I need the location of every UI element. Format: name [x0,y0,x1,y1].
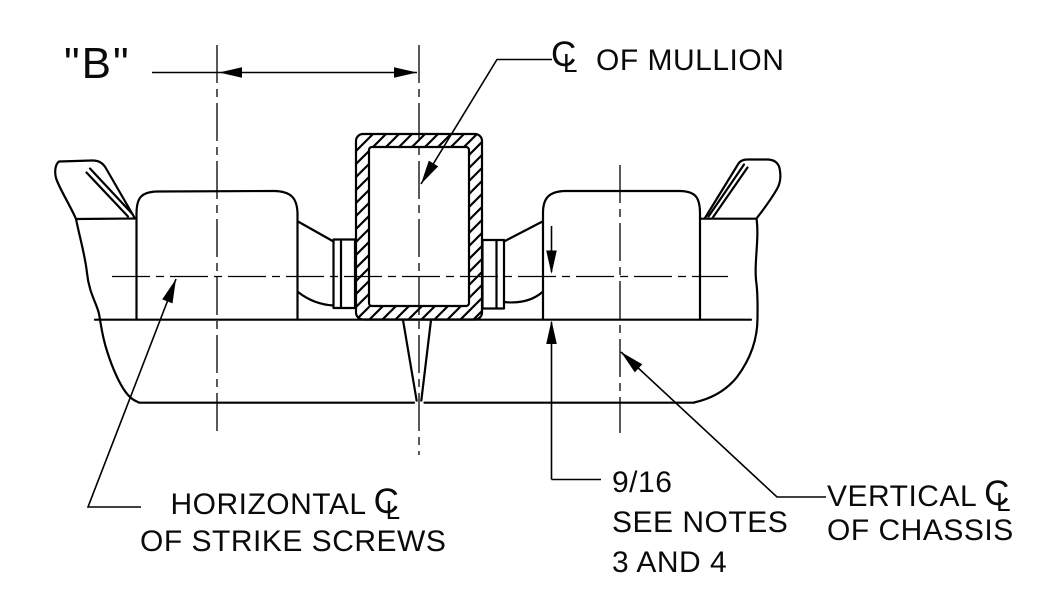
chassis-leader-line [620,351,826,498]
dim916-lower-line [550,322,601,481]
b-arrow-left [219,67,242,78]
strike-leader-arrow [162,279,176,304]
dimension-9-16-label: 9/16 SEE NOTES 3 AND 4 [612,463,788,583]
dim916-note-line2: 3 AND 4 [612,546,728,579]
left-boss-outline [135,189,299,321]
centerlines [112,45,728,455]
centerline-icon-l: L [385,495,401,525]
chassis-label-line2: OF CHASSIS [827,514,1014,547]
dim916-value: 9/16 [612,466,673,499]
strike-label-line2: OF STRIKE SCREWS [140,525,447,558]
strike-leader-line [86,278,177,508]
centerline-icon-c: C [373,482,399,521]
right-boss-outline [541,189,702,321]
left-strike-funnel [296,220,335,307]
centerline-icon-l: L [563,48,578,78]
dimension-b [152,67,417,78]
mullion-leader [420,58,552,185]
left-strike-screw [332,238,357,310]
mullion-label-text: OF MULLION [596,44,785,77]
left-outer-edge [74,217,141,404]
centerline-icon-l: L [996,487,1011,517]
centerline-icon-c: C [984,474,1010,513]
right-wing-outline [703,158,782,220]
b-arrow-right [394,67,417,78]
dim916-down-arrow [546,250,557,274]
left-wing-slot-lines [85,167,134,218]
mullion-bottom-spline [401,319,433,402]
chassis-leader-arrow [621,352,643,373]
dimension-9-16 [546,226,601,481]
b-dimension-label: "B" [64,39,131,88]
strike-screws-leader [86,278,177,508]
right-strike-screw [481,238,506,310]
strike-label-text1: HORIZONTAL [170,488,367,521]
right-strike-funnel [502,220,544,304]
right-wing-slot-lines [707,163,749,220]
centerline-icon-c: C [551,35,577,74]
chassis-label-text1: VERTICAL [827,480,978,513]
chassis-section [54,158,782,404]
dim916-note-line1: SEE NOTES [612,506,789,539]
right-outer-edge [692,217,759,404]
chassis-leader [620,351,826,498]
mullion-leader-arrow [421,160,439,184]
mullion-leader-line [420,58,552,185]
left-wing-outline [54,159,137,221]
dim916-up-arrow [546,320,557,344]
